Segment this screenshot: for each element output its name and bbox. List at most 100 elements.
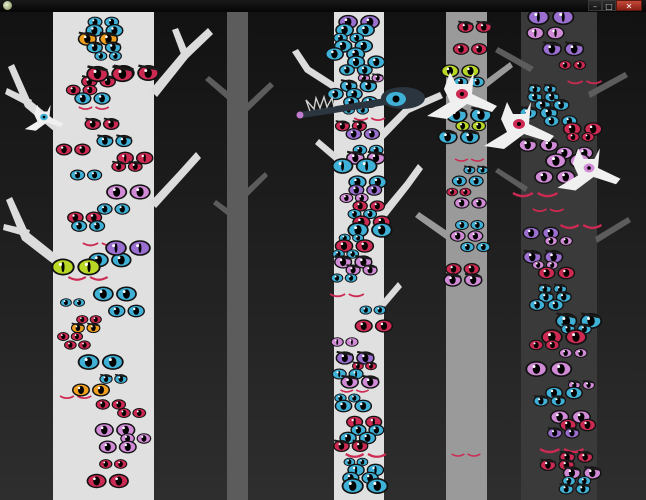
- eye-pair[interactable]: [449, 230, 484, 242]
- eye-pair[interactable]: [446, 187, 472, 197]
- eye-pair[interactable]: [106, 184, 151, 200]
- eye-pair[interactable]: [527, 12, 575, 26]
- white-winged-ghost[interactable]: [484, 102, 554, 149]
- sleepy-eye-pair[interactable]: [67, 276, 109, 281]
- eye-pair[interactable]: [334, 239, 375, 253]
- eye-pair[interactable]: [558, 483, 591, 495]
- sleepy-eye-pair[interactable]: [451, 453, 481, 457]
- sleepy-eye-pair[interactable]: [340, 389, 370, 393]
- eye-pair[interactable]: [343, 457, 369, 467]
- forest-scene[interactable]: [0, 12, 646, 500]
- close-button[interactable]: ✕: [616, 0, 642, 11]
- eye-pair[interactable]: [528, 339, 560, 351]
- eye-pair[interactable]: [443, 272, 483, 287]
- eye-pair[interactable]: [70, 322, 101, 334]
- eye-pair[interactable]: [98, 440, 137, 454]
- eye-pair[interactable]: [116, 151, 154, 165]
- eye-pair[interactable]: [345, 264, 378, 276]
- eye-pair[interactable]: [334, 120, 368, 132]
- eye-pair[interactable]: [352, 200, 386, 212]
- eye-pair[interactable]: [453, 197, 487, 209]
- sleepy-eye-pair[interactable]: [78, 106, 110, 110]
- sleepy-eye-pair[interactable]: [345, 453, 387, 458]
- eye-pair[interactable]: [99, 373, 128, 384]
- sleepy-eye-pair[interactable]: [567, 80, 603, 85]
- eye-pair[interactable]: [105, 240, 151, 256]
- sleepy-eye-pair[interactable]: [539, 447, 585, 454]
- eye-pair[interactable]: [334, 399, 373, 413]
- eye-pair[interactable]: [440, 64, 480, 78]
- eye-pair[interactable]: [546, 426, 580, 439]
- eye-pair[interactable]: [86, 65, 134, 83]
- eye-pair[interactable]: [562, 465, 602, 480]
- white-winged-ghost[interactable]: [24, 104, 64, 131]
- eye-pair[interactable]: [345, 128, 381, 140]
- eye-pair[interactable]: [541, 329, 587, 345]
- eye-pair[interactable]: [522, 249, 564, 264]
- eye-pair[interactable]: [454, 219, 485, 231]
- sleepy-eye-pair[interactable]: [454, 158, 485, 162]
- sleepy-eye-pair[interactable]: [559, 224, 603, 229]
- minimize-button[interactable]: –: [588, 0, 602, 11]
- eye-pair[interactable]: [94, 51, 122, 61]
- eye-pair[interactable]: [452, 43, 488, 55]
- sleepy-eye-pair[interactable]: [59, 395, 92, 400]
- eye-pair[interactable]: [84, 117, 120, 130]
- eye-pair[interactable]: [359, 305, 387, 315]
- eye-pair[interactable]: [354, 319, 394, 333]
- eye-pair[interactable]: [528, 299, 564, 311]
- title-bar[interactable]: – □ ✕: [0, 0, 646, 12]
- eye-pair[interactable]: [533, 394, 566, 407]
- creatures[interactable]: [24, 72, 621, 191]
- eye-pair[interactable]: [71, 220, 106, 232]
- eye-pair[interactable]: [74, 92, 111, 105]
- sleepy-eye-pair[interactable]: [532, 208, 565, 212]
- eye-pair[interactable]: [460, 241, 491, 253]
- eye-pair[interactable]: [92, 286, 137, 302]
- eye-pair[interactable]: [339, 193, 369, 203]
- eye-pair[interactable]: [340, 374, 380, 389]
- eye-pair[interactable]: [522, 226, 560, 240]
- glowing-eyes[interactable]: [51, 12, 603, 495]
- sleepy-eye-pair[interactable]: [512, 191, 559, 198]
- eye-pair[interactable]: [69, 169, 103, 181]
- eye-pair[interactable]: [544, 236, 573, 246]
- eye-pair[interactable]: [562, 476, 592, 486]
- white-winged-ghost[interactable]: [427, 72, 497, 119]
- sleepy-eye-pair[interactable]: [329, 293, 365, 298]
- eye-pair[interactable]: [538, 290, 572, 303]
- eye-pair[interactable]: [451, 175, 484, 187]
- eye-pair[interactable]: [437, 129, 480, 145]
- eye-pair[interactable]: [60, 298, 86, 307]
- eye-pair[interactable]: [57, 332, 84, 341]
- eye-pair[interactable]: [96, 203, 131, 215]
- maximize-button[interactable]: □: [602, 0, 616, 11]
- eye-pair[interactable]: [541, 41, 585, 57]
- eye-pair[interactable]: [96, 134, 133, 148]
- eye-pair[interactable]: [94, 423, 136, 437]
- eye-pair[interactable]: [351, 361, 377, 371]
- eye-pair[interactable]: [463, 165, 489, 175]
- eye-pair[interactable]: [87, 16, 120, 28]
- eye-pair[interactable]: [117, 408, 147, 418]
- eye-pair[interactable]: [86, 41, 122, 54]
- sleepy-eye-pair[interactable]: [353, 117, 386, 121]
- eye-pair[interactable]: [518, 137, 559, 152]
- eye-pair[interactable]: [347, 208, 378, 220]
- eye-pair[interactable]: [64, 340, 91, 350]
- eye-pair[interactable]: [95, 399, 127, 410]
- eye-pair[interactable]: [455, 120, 487, 132]
- eye-pair[interactable]: [559, 418, 597, 432]
- eye-pair[interactable]: [108, 304, 145, 318]
- eye-pair[interactable]: [335, 23, 375, 37]
- eye-pair[interactable]: [537, 266, 576, 280]
- dark-cyclops-crawler[interactable]: [296, 87, 426, 119]
- eye-pair[interactable]: [338, 64, 373, 76]
- eye-pair[interactable]: [330, 337, 359, 347]
- eye-pair[interactable]: [330, 273, 358, 283]
- eye-pair[interactable]: [51, 258, 101, 276]
- eye-pair[interactable]: [77, 354, 124, 370]
- eye-pair[interactable]: [55, 143, 91, 156]
- eye-pair[interactable]: [76, 315, 102, 324]
- eye-pair[interactable]: [333, 439, 369, 453]
